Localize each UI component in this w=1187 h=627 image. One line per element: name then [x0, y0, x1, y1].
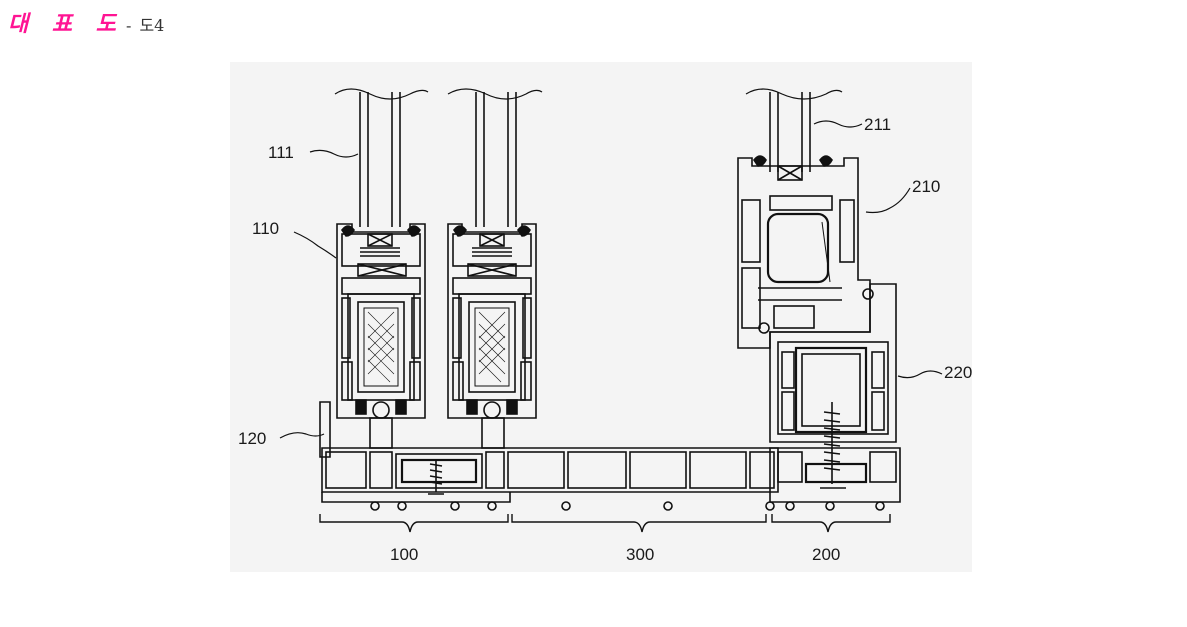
figure-number: 도4: [139, 12, 164, 36]
label-110: 110: [252, 219, 279, 238]
window-frame-cross-section-diagram: 111 110 120 211 210 220 100 300 200: [230, 62, 972, 572]
label-111: 111: [268, 143, 294, 162]
label-220: 220: [944, 363, 972, 382]
header: 대 표 도 - 도4: [8, 6, 164, 36]
label-210: 210: [912, 177, 940, 196]
label-300: 300: [626, 545, 654, 564]
label-100: 100: [390, 545, 418, 564]
label-120: 120: [238, 429, 266, 448]
label-200: 200: [812, 545, 840, 564]
label-211: 211: [864, 115, 891, 134]
drawing-title: 대 표 도: [8, 6, 124, 38]
title-separator: -: [126, 16, 131, 35]
